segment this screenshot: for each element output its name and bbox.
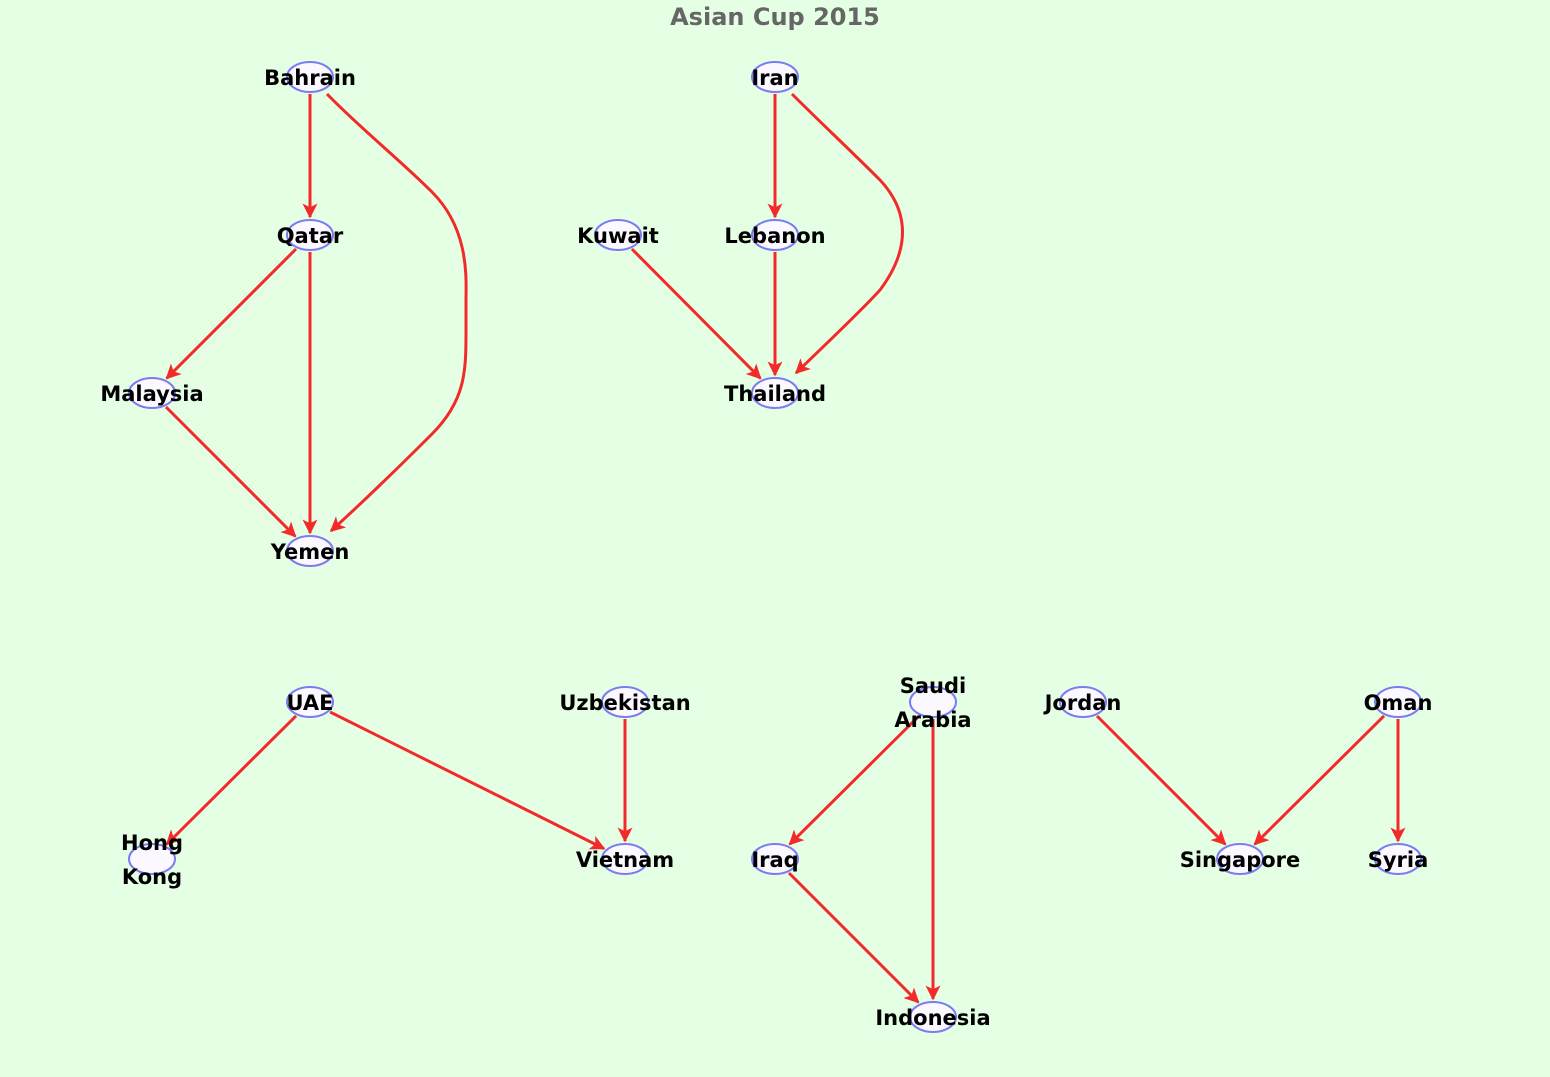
- node-label: Malaysia: [100, 382, 203, 406]
- node-label: Iran: [751, 66, 798, 90]
- edge-qatar-to-malaysia: [165, 247, 298, 380]
- node-malaysia[interactable]: Malaysia: [100, 377, 204, 409]
- edge-oman-to-singapore: [1253, 714, 1386, 846]
- node-ellipse: [601, 686, 649, 718]
- node-vietnam[interactable]: Vietnam: [576, 843, 674, 875]
- node-ellipse: [751, 377, 799, 409]
- node-label: Syria: [1368, 848, 1429, 872]
- node-iran[interactable]: Iran: [751, 61, 799, 93]
- node-ellipse: [601, 843, 649, 875]
- node-label: Jordan: [1043, 691, 1122, 715]
- node-label: Oman: [1364, 691, 1433, 715]
- node-lebanon[interactable]: Lebanon: [724, 219, 826, 251]
- node-syria[interactable]: Syria: [1368, 843, 1429, 875]
- node-thailand[interactable]: Thailand: [724, 377, 826, 409]
- node-bahrain[interactable]: Bahrain: [264, 61, 356, 93]
- node-label: Vietnam: [576, 848, 674, 872]
- node-kuwait[interactable]: Kuwait: [577, 219, 659, 251]
- node-ellipse: [751, 843, 799, 875]
- node-label: UAE: [286, 691, 333, 715]
- node-ellipse: [1374, 843, 1422, 875]
- node-ellipse: [751, 61, 799, 93]
- node-ellipse: [286, 686, 334, 718]
- node-ellipse: [128, 843, 176, 875]
- node-ellipse: [594, 219, 642, 251]
- node-label: Indonesia: [875, 1006, 990, 1030]
- node-ellipse: [1059, 686, 1107, 718]
- edge-kuwait-to-thailand: [630, 247, 762, 380]
- node-label: Yemen: [270, 540, 350, 564]
- edge-iran-to-thailand: [790, 92, 904, 375]
- node-ellipse: [128, 377, 176, 409]
- edge-iraq-to-indonesia: [787, 871, 920, 1004]
- node-label: Hong: [121, 831, 183, 855]
- node-label: Uzbekistan: [559, 691, 690, 715]
- node-ellipse: [751, 219, 799, 251]
- diagram-title: Asian Cup 2015: [670, 3, 880, 31]
- node-label: Bahrain: [264, 66, 356, 90]
- node-label: Qatar: [277, 224, 344, 248]
- node-ellipse: [1216, 843, 1264, 875]
- edge-bahrain-to-yemen: [325, 92, 468, 533]
- node-label: Kong: [122, 865, 182, 889]
- edge-uae-to-hong-kong: [165, 714, 298, 846]
- node-indonesia[interactable]: Indonesia: [875, 1001, 991, 1033]
- node-ellipse: [286, 61, 334, 93]
- edge-jordan-to-singapore: [1095, 714, 1227, 846]
- node-ellipse: [1374, 686, 1422, 718]
- node-jordan[interactable]: Jordan: [1043, 686, 1122, 718]
- node-uae[interactable]: UAE: [286, 686, 334, 718]
- node-iraq[interactable]: Iraq: [751, 843, 799, 875]
- node-label: Arabia: [894, 708, 971, 732]
- node-ellipse: [286, 535, 334, 567]
- node-yemen[interactable]: Yemen: [270, 535, 350, 567]
- node-label: Singapore: [1180, 848, 1301, 872]
- node-label: Lebanon: [724, 224, 825, 248]
- node-oman[interactable]: Oman: [1364, 686, 1433, 718]
- node-uzbekistan[interactable]: Uzbekistan: [559, 686, 691, 718]
- node-qatar[interactable]: Qatar: [277, 219, 344, 251]
- node-ellipse: [909, 1001, 957, 1033]
- node-label: Saudi: [900, 674, 966, 698]
- node-label: Kuwait: [577, 224, 659, 248]
- node-singapore[interactable]: Singapore: [1180, 843, 1301, 875]
- edge-uae-to-vietnam: [329, 710, 606, 850]
- edges-layer: [164, 92, 1406, 1004]
- edge-malaysia-to-yemen: [164, 405, 297, 538]
- node-ellipse: [286, 219, 334, 251]
- node-ellipse: [909, 686, 957, 718]
- node-label: Iraq: [751, 848, 798, 872]
- edge-saudi-arabia-to-iraq: [788, 714, 921, 846]
- node-label: Thailand: [724, 382, 826, 406]
